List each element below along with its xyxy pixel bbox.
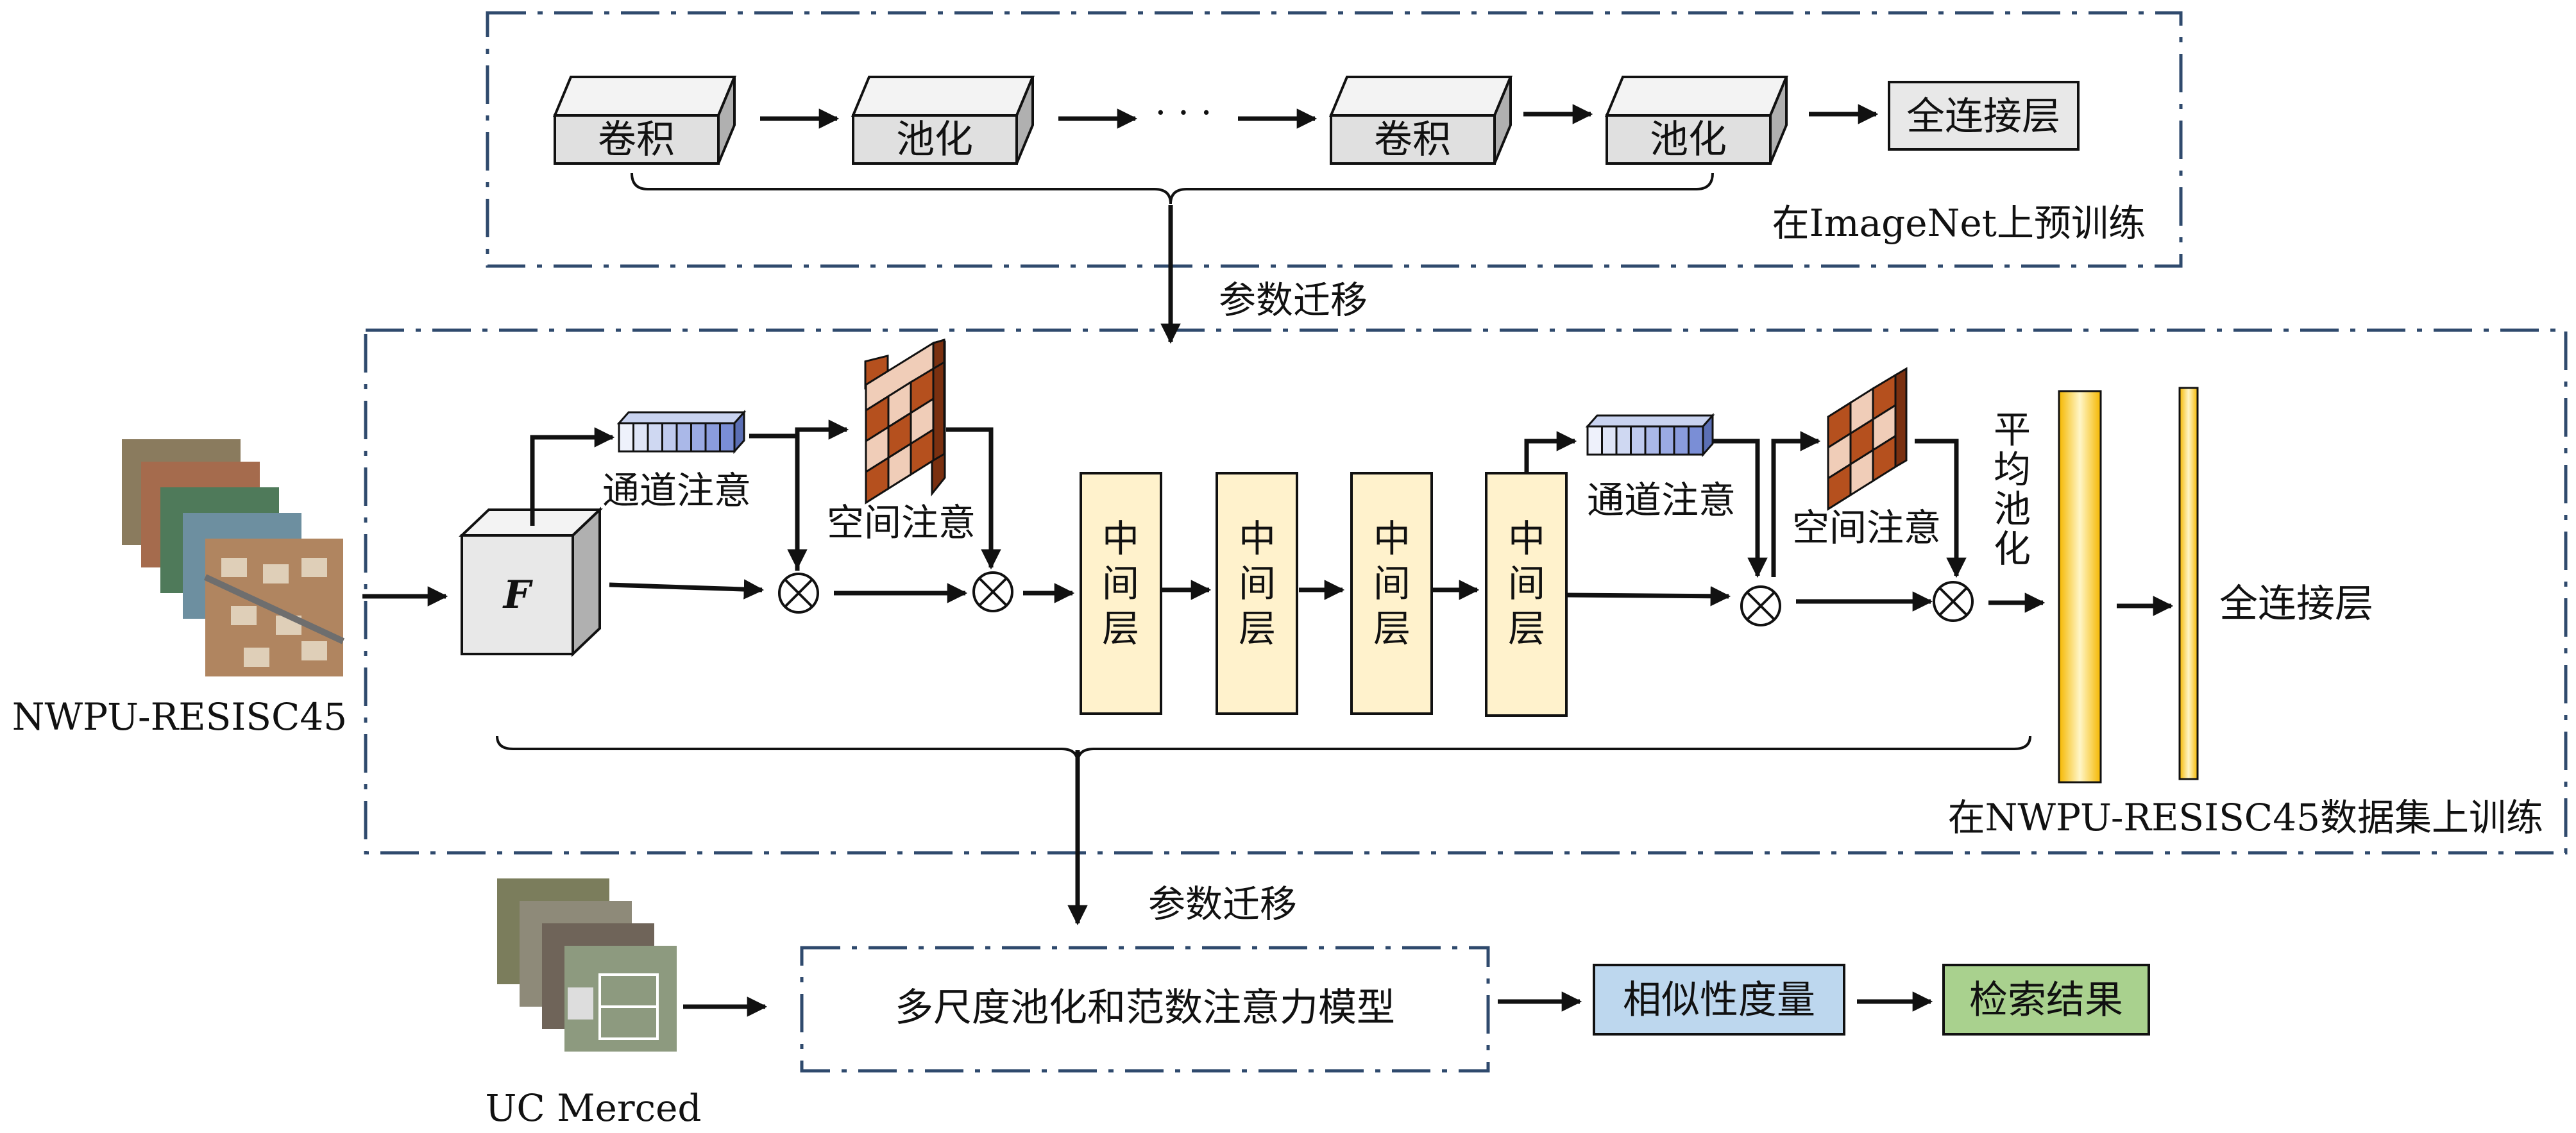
- result-box: 检索结果: [1942, 964, 2150, 1036]
- feature-cube: F: [459, 507, 603, 657]
- middle-layer-1-char: 中: [1102, 517, 1139, 560]
- spatial-attention-label-1: 空间注意: [827, 501, 976, 544]
- arrow-mult1-to-spatial1: [795, 419, 849, 571]
- channel-attention-block-1: [616, 410, 747, 454]
- arrow-spatial1-to-mult2: [946, 427, 1001, 570]
- middle-layer-3: 中间层: [1350, 472, 1433, 715]
- middle-layer-1: 中间层: [1080, 472, 1162, 715]
- transfer-label-1: 参数迁移: [1219, 278, 1368, 322]
- arrow-mid4-to-channel2: [1524, 431, 1577, 473]
- avg-pool-label: 平均池化: [1994, 408, 2031, 571]
- svg-text:中间层: 中间层: [1239, 517, 1276, 650]
- arrow-channel1-to-mult1: [749, 433, 808, 570]
- ucmerced-image-stack: [497, 878, 677, 1052]
- finetune-frame: [364, 328, 2568, 855]
- multiply-circle-4: [1933, 581, 1974, 622]
- feature-label: F: [502, 573, 534, 617]
- arrow-F-to-mult1: [609, 579, 765, 600]
- retrieval-model-label: 多尺度池化和范数注意力模型: [895, 986, 1395, 1030]
- pretrain-frame: [486, 11, 2183, 268]
- spatial-attention-grid-1: [865, 338, 945, 505]
- finetune-fc-label: 全连接层: [2219, 582, 2373, 626]
- pretrain-fc-box: 全连接层: [1888, 81, 2080, 151]
- svg-text:中间层: 中间层: [1508, 517, 1545, 650]
- result-label: 检索结果: [1969, 978, 2123, 1023]
- arrow-channel2-to-mult3: [1709, 439, 1768, 578]
- spatial-attention-label-2: 空间注意: [1792, 506, 1941, 550]
- arrow-F-to-channel1: [530, 427, 615, 526]
- multiply-circle-3: [1740, 585, 1781, 626]
- channel-attention-block-2: [1585, 413, 1715, 457]
- nwpu-image-stack: [122, 439, 345, 676]
- pretrain-caption: 在ImageNet上预训练: [1772, 201, 2146, 245]
- arrow-mid4-to-mult3: [1566, 586, 1731, 607]
- arrow-spatial2-to-mult4: [1915, 439, 1967, 578]
- retrieval-model-frame: [800, 946, 1490, 1073]
- arrow-mult3-to-spatial2: [1771, 431, 1821, 577]
- middle-layer-4: 中间层: [1485, 472, 1568, 717]
- nwpu-dataset-label: NWPU-RESISC45: [12, 695, 347, 739]
- conv-block-1-label: 卷积: [598, 117, 675, 162]
- conv-block-2-label: 卷积: [1374, 117, 1451, 162]
- pool-block-1-label: 池化: [896, 117, 973, 162]
- pretrain-fc-label: 全连接层: [1906, 94, 2060, 139]
- transfer-label-2: 参数迁移: [1148, 882, 1297, 926]
- pool-block-2: 池化: [1605, 76, 1788, 165]
- finetune-brace: [496, 735, 2031, 764]
- ellipsis: · · ·: [1155, 92, 1212, 134]
- channel-attention-label-2: 通道注意: [1587, 478, 1736, 522]
- pool-block-1: 池化: [851, 76, 1035, 165]
- conv-block-1: 卷积: [553, 76, 736, 165]
- pool-block-2-label: 池化: [1650, 117, 1727, 162]
- pretrain-brace: [631, 172, 1714, 205]
- conv-block-2: 卷积: [1329, 76, 1513, 165]
- avg-pool-vector: [2058, 390, 2102, 784]
- svg-text:中间层: 中间层: [1373, 517, 1411, 650]
- finetune-caption: 在NWPU-RESISC45数据集上训练: [1948, 796, 2543, 839]
- similarity-box: 相似性度量: [1593, 964, 1845, 1036]
- channel-attention-label-1: 通道注意: [602, 469, 751, 512]
- similarity-label: 相似性度量: [1623, 978, 1815, 1023]
- svg-text:中间层: 中间层: [1102, 517, 1139, 650]
- multiply-circle-2: [972, 571, 1013, 612]
- ucmerced-dataset-label: UC Merced: [485, 1086, 701, 1130]
- spatial-attention-grid-2: [1827, 367, 1908, 511]
- middle-layer-2: 中间层: [1216, 472, 1298, 715]
- multiply-circle-1: [778, 573, 819, 614]
- fc-vector: [2178, 387, 2199, 780]
